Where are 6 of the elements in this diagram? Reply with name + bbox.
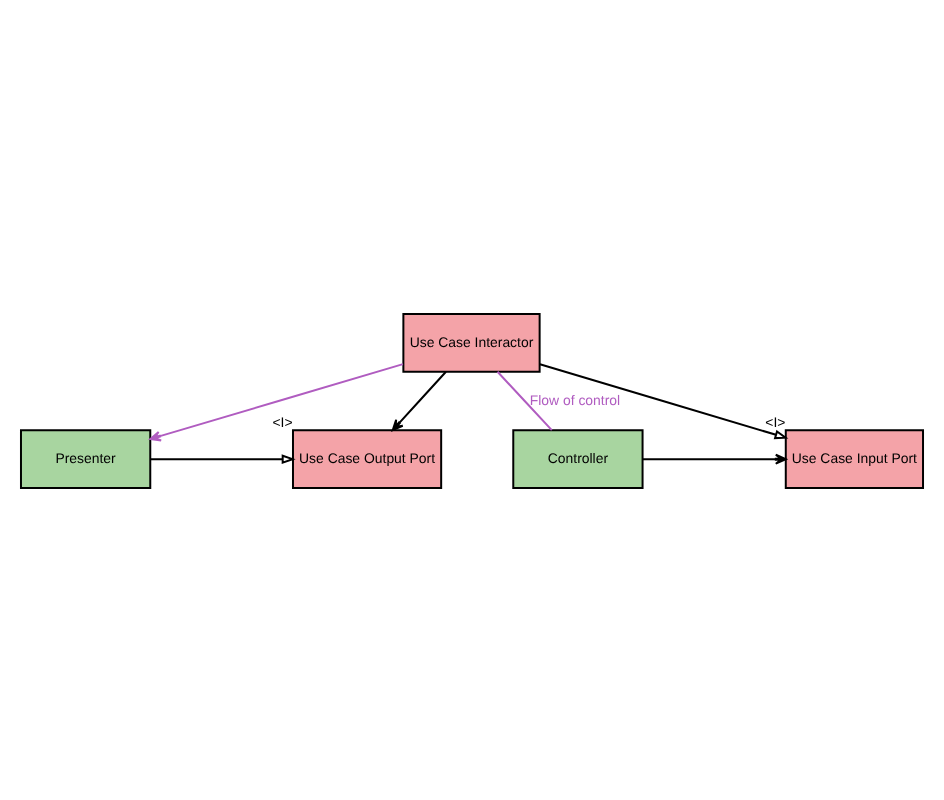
connector xyxy=(496,369,553,431)
arrow xyxy=(149,453,296,464)
arrow xyxy=(149,362,404,441)
arrow xyxy=(641,452,787,464)
arrow xyxy=(391,369,447,431)
arrow xyxy=(538,362,789,439)
